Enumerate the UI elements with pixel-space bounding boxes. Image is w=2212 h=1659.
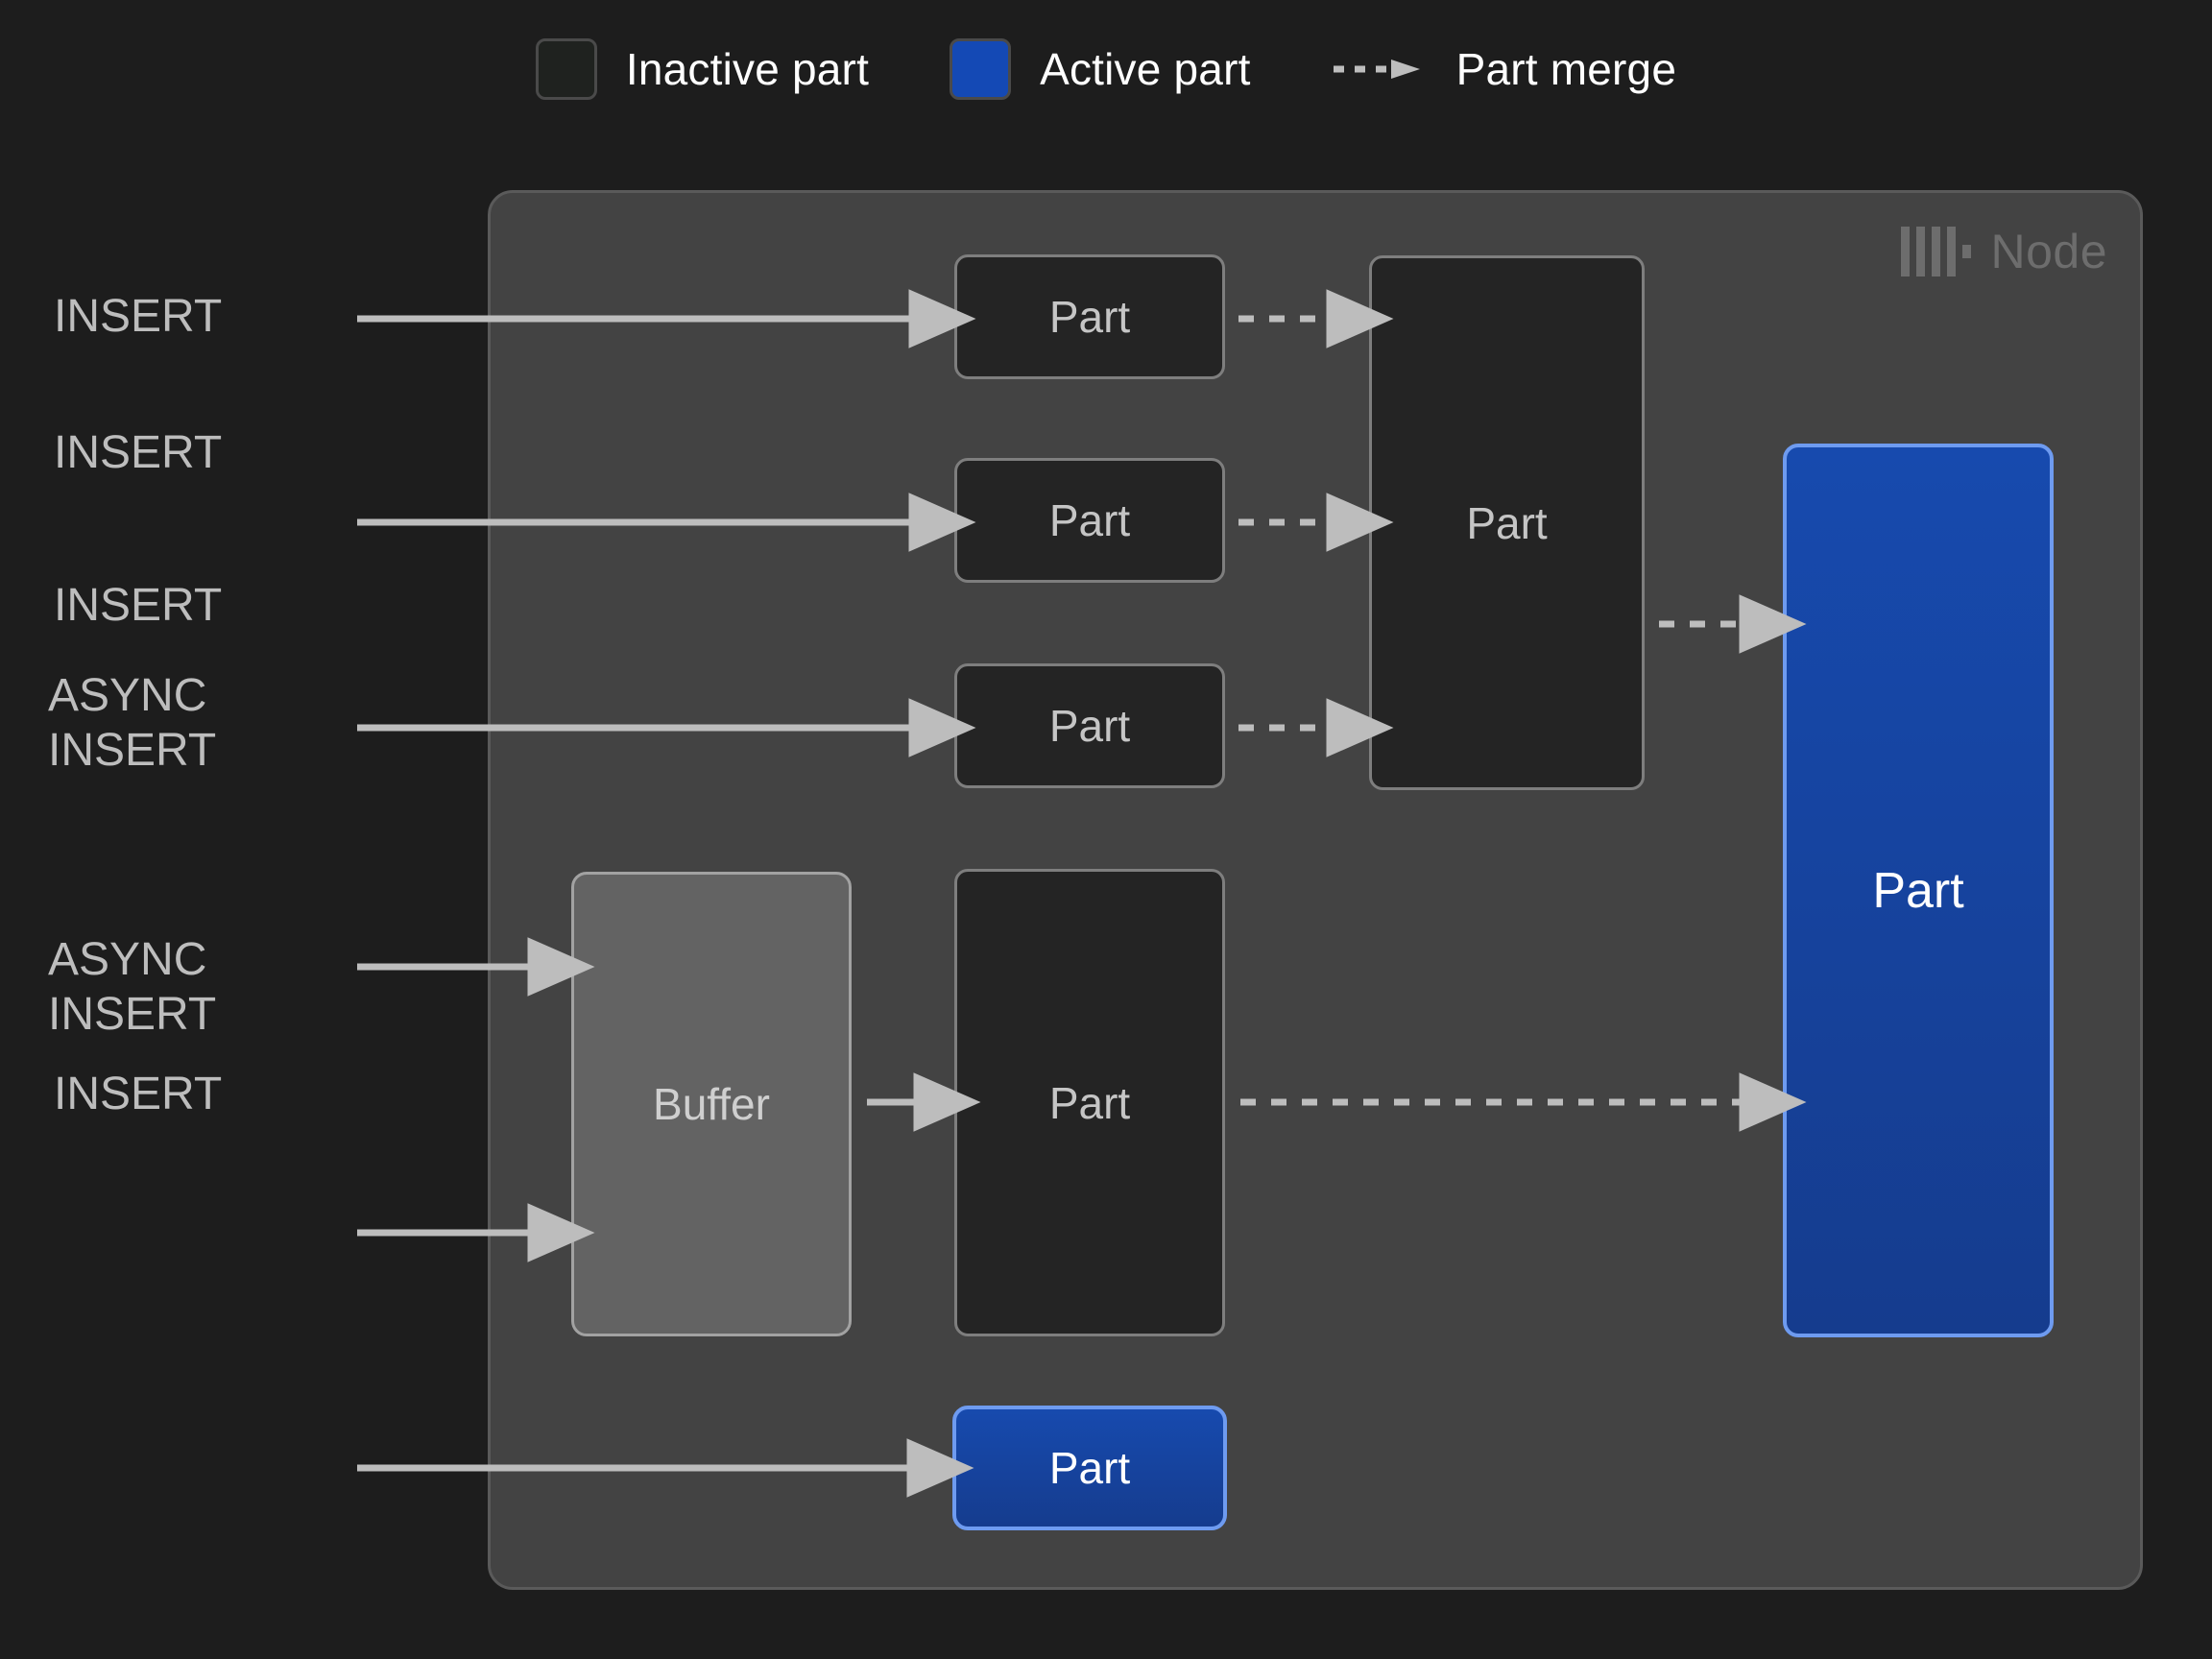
part-box-final[interactable]: Part <box>1783 444 2054 1337</box>
part-box-a1[interactable]: Part <box>954 254 1225 379</box>
part-box-merged[interactable]: Part <box>1369 255 1645 790</box>
legend-item-active-part: Active part <box>950 38 1251 100</box>
active-part-swatch-icon <box>950 38 1012 100</box>
dashed-arrow-icon <box>1332 59 1428 80</box>
node-title: Node <box>1990 225 2107 278</box>
part-box-async[interactable]: Part <box>954 869 1225 1336</box>
part-box-a2-label: Part <box>1048 495 1131 545</box>
part-box-final-label: Part <box>1872 862 1964 919</box>
buffer-box-label: Buffer <box>653 1079 770 1129</box>
clickhouse-logo-icon <box>1901 227 1972 276</box>
legend-label-active-part: Active part <box>1040 44 1251 94</box>
legend: Inactive part Active part Part merge <box>0 38 2212 100</box>
legend-label-part-merge: Part merge <box>1455 44 1677 94</box>
buffer-box[interactable]: Buffer <box>571 872 852 1336</box>
part-box-a1-label: Part <box>1048 292 1131 342</box>
part-box-merged-label: Part <box>1466 497 1548 548</box>
inactive-part-swatch-icon <box>535 38 597 100</box>
source-label-insert-2: INSERT <box>54 427 223 478</box>
legend-item-part-merge: Part merge <box>1332 43 1677 95</box>
source-label-insert-3: INSERT <box>54 580 223 631</box>
source-label-insert-4: INSERT <box>54 1069 223 1119</box>
part-box-async-label: Part <box>1048 1077 1131 1128</box>
part-box-insert[interactable]: Part <box>952 1406 1227 1530</box>
part-box-a3[interactable]: Part <box>954 663 1225 788</box>
part-box-a3-label: Part <box>1048 701 1131 751</box>
legend-label-inactive-part: Inactive part <box>625 44 870 94</box>
source-label-insert-1: INSERT <box>54 291 223 342</box>
legend-item-inactive-part: Inactive part <box>535 38 870 100</box>
part-box-a2[interactable]: Part <box>954 458 1225 583</box>
source-label-async-insert-1: ASYNC INSERT <box>48 670 217 776</box>
node-badge: Node <box>1901 224 2107 279</box>
part-box-insert-label: Part <box>1048 1443 1131 1493</box>
source-label-async-insert-2: ASYNC INSERT <box>48 934 217 1040</box>
